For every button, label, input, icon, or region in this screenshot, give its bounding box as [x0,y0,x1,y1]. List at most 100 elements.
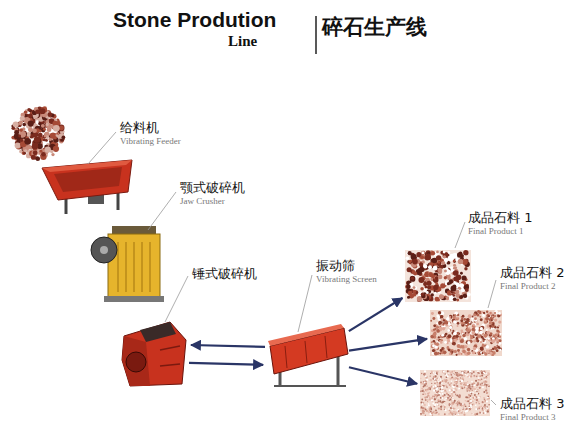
stone-grain [437,402,438,403]
stone-grain [421,401,423,403]
stone-grain [436,391,438,393]
stone-grain [439,384,441,386]
stone-grain [431,383,432,384]
stone-grain [467,371,469,373]
leader-line [491,400,496,405]
stone-grain [448,397,450,399]
stone-grain [434,276,437,279]
stone-grain [438,413,440,415]
stone-grain [420,412,421,413]
stone-grain [486,314,489,317]
machine-name: 成品石料 1 [468,210,532,225]
stone-grain [420,413,422,415]
stone-grain [488,337,490,339]
stone-grain [436,342,440,346]
stone-grain [494,312,496,314]
stone-grain [430,379,432,381]
stone-grain [408,291,413,296]
stone-grain [424,397,426,399]
stone-grain [471,393,473,395]
stone-grain [473,324,475,326]
flow-arrow [349,339,427,351]
stone-grain [457,314,459,316]
stone-grain [472,403,474,405]
stone-grain [478,407,480,409]
stone-grain [450,407,452,409]
stone-grain [438,321,442,325]
stone-grain [444,276,447,279]
stone-grain [450,383,451,384]
stone-grain [464,370,466,372]
stone-grain [428,392,430,394]
stone-grain [431,401,432,402]
stone-grain [486,381,488,383]
stone-grain [480,412,482,414]
leader-line [298,275,312,332]
stone-grain [452,389,454,391]
stone-grain [421,383,422,384]
stone-grain [425,389,427,391]
stone-grain [477,393,479,395]
stone-grain [476,408,478,410]
stone-grain [473,340,476,343]
stone-grain [487,350,490,353]
stone-grain [449,389,451,391]
stone-grain [449,325,453,329]
stone-grain [445,379,447,381]
stone-grain [477,351,479,353]
stone-grain [456,372,458,374]
stone-grain [456,374,458,376]
stone-grain [454,408,455,409]
stone-grain [469,322,471,324]
stone-grain [463,404,465,406]
stone-grain [474,388,476,390]
stone-grain [413,293,417,297]
stone-grain [443,255,446,258]
stone-grain [459,394,461,396]
stone-grain [492,347,494,349]
stone-grain [452,320,456,324]
stone-grain [26,132,31,137]
stone-grain [485,384,487,386]
stone-grain [432,397,433,398]
stone-grain [420,382,422,384]
stone-grain [480,348,483,351]
stone-grain [460,403,462,405]
stone-grain [457,325,459,327]
stone-grain [482,340,484,342]
leader-line [488,280,496,308]
stone-grain [451,376,453,378]
feeder-node: 给料机Vibrating Feeder [38,158,134,216]
hammer-crusher-machine [160,364,180,366]
stone-grain [484,412,486,414]
stone-grain [457,349,460,352]
stone-grain [480,318,483,321]
stone-grain [491,328,493,330]
stone-grain [445,380,447,382]
stone-grain [483,410,485,412]
stone-grain [489,318,492,321]
stone-grain [435,297,440,302]
stone-grain [460,319,463,322]
stone-grain [19,129,22,132]
stone-grain [486,392,488,394]
stone-grain [431,312,434,315]
stone-grain [489,312,493,316]
stone-grain [466,329,470,333]
stone-grain [434,292,437,295]
stone-grain [440,388,442,390]
machine-name-english: Vibrating Screen [316,274,377,285]
stone-grain [420,382,422,384]
stone-grain [444,409,445,410]
stone-grain [466,340,470,344]
stone-grain [420,287,424,291]
stone-grain [53,125,60,132]
stone-grain [445,409,447,411]
stone-grain [429,398,431,400]
stone-grain [421,294,426,299]
stone-grain [456,332,459,335]
stone-grain [469,408,471,410]
stone-grain [479,387,481,389]
stone-grain [454,314,456,316]
stone-grain [474,394,476,396]
